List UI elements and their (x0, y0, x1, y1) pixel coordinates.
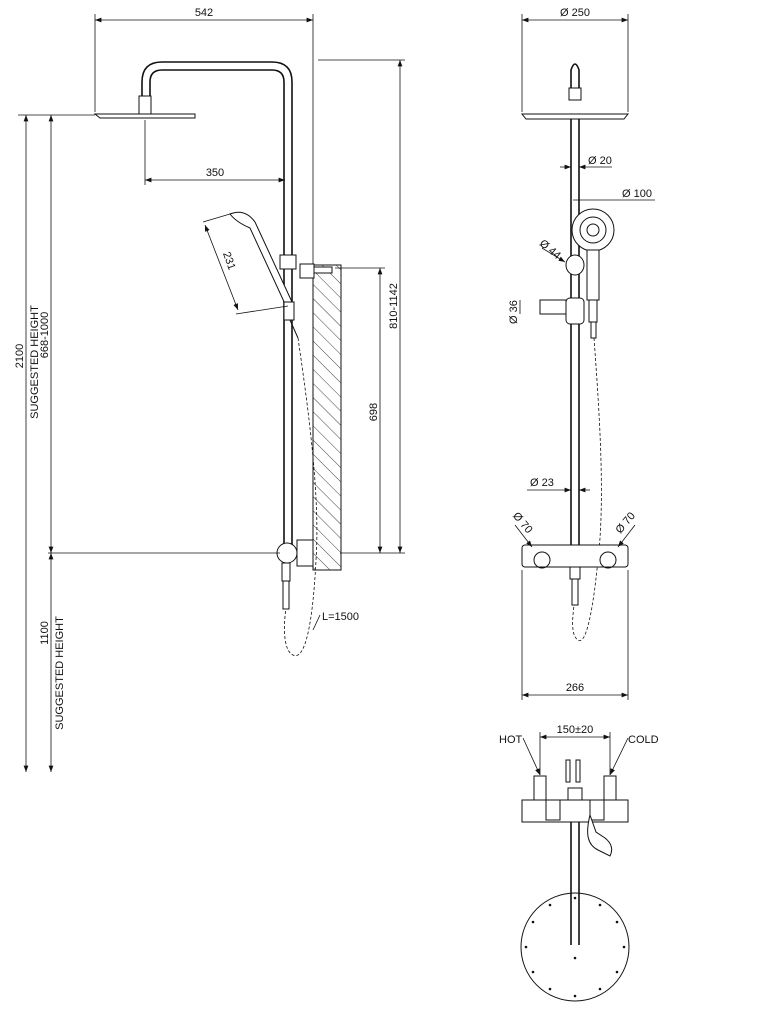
label-hose-length: L=1500 (322, 611, 359, 623)
label-suggested-height-bottom: SUGGESTED HEIGHT (54, 616, 66, 730)
dim-slide-height: 698 (368, 403, 380, 421)
dim-handshower-length: 231 (220, 250, 238, 271)
dim-head-diameter: Ø 250 (560, 7, 590, 19)
dim-mixer-width: 266 (566, 682, 584, 694)
label-hot: HOT (499, 734, 523, 746)
label-cold: COLD (628, 734, 659, 746)
nozzle-dots (524, 896, 626, 998)
dim-pipe-diameter-bottom: Ø 23 (530, 477, 554, 489)
head-connector (138, 95, 152, 115)
dim-height-range: 810-1142 (388, 283, 400, 329)
hand-shower-front (539, 208, 615, 339)
rain-shower-head-front (520, 113, 630, 120)
dim-handshower-diameter: Ø 100 (622, 188, 652, 200)
dim-suggested-height-range: 668-1000 (39, 312, 51, 359)
dim-arm-reach: 350 (206, 167, 224, 179)
top-view: HOT COLD 150±20 (499, 724, 659, 1002)
dim-total-height: 2100 (14, 344, 26, 368)
rain-shower-head-top (520, 892, 630, 1002)
wall-section (312, 264, 342, 571)
thermostatic-mixer-front (521, 544, 629, 606)
hand-shower-top (587, 813, 613, 857)
shower-arm (141, 61, 293, 560)
dim-inlet-centres: 150±20 (557, 724, 594, 736)
dim-pipe-diameter-top: Ø 20 (588, 155, 612, 167)
hose (284, 337, 318, 657)
dim-knob-right-diameter: Ø 70 (613, 510, 638, 536)
rain-shower-head (93, 113, 196, 119)
dim-width-overall: 542 (195, 7, 213, 19)
label-suggested-height-top: SUGGESTED HEIGHT (29, 305, 41, 419)
mixer-side (276, 539, 314, 610)
dim-arm-diameter: Ø 36 (508, 300, 520, 324)
front-view: Ø 250 Ø 20 Ø 100 Ø 44 Ø 36 Ø 23 Ø 70 Ø 7… (508, 7, 655, 700)
side-view: 542 350 231 L=1500 810-1142 698 2100 (14, 7, 405, 772)
dim-mixer-height: 1100 (39, 621, 51, 645)
dim-knob-left-diameter: Ø 70 (510, 510, 535, 536)
hand-shower (229, 211, 299, 339)
mixer-top (521, 759, 629, 823)
